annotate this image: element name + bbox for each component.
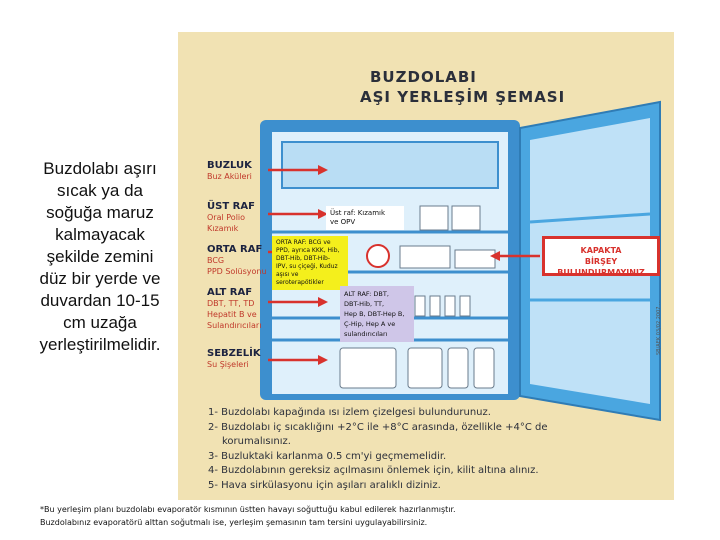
note-orta-raf: ORTA RAF: BCG ve PPD, ayrıca KKK, Hib, D… bbox=[272, 236, 348, 290]
left-line: yerleştirilmelidir. bbox=[39, 335, 161, 354]
label-orta-raf: ORTA RAF BCG PPD Solüsyonu bbox=[207, 244, 267, 277]
label-title: ORTA RAF bbox=[207, 244, 263, 255]
arrow-head bbox=[490, 251, 500, 261]
step-line: korumalısınız. bbox=[222, 436, 291, 447]
note-line: ALT RAF: DBT, bbox=[344, 290, 389, 298]
vaccine-vial bbox=[429, 295, 441, 317]
door-warning: KAPAKTA BİRŞEY BULUNDURMAYINIZ bbox=[542, 236, 660, 277]
label-title: ALT RAF bbox=[207, 287, 253, 298]
note-line: PPD, ayrıca KKK, Hib, bbox=[276, 247, 340, 254]
label-sub: PPD Solüsyonu bbox=[207, 267, 267, 276]
water-bottle bbox=[473, 347, 495, 389]
water-bottle bbox=[447, 347, 469, 389]
freezer-compartment bbox=[281, 141, 499, 189]
step-line: 2- Buzdolabı iç sıcaklığını +2°C ile +8°… bbox=[208, 421, 548, 433]
vaccine-vial bbox=[459, 295, 471, 317]
note-line: DBT-Hib, TT, bbox=[344, 300, 385, 308]
poster-title-line2: AŞI YERLEŞİM ŞEMASI bbox=[360, 88, 566, 106]
label-sub: Buz Aküleri bbox=[207, 172, 252, 181]
arrow-head bbox=[318, 355, 328, 365]
note-line: Ç-Hip, Hep A ve bbox=[344, 320, 396, 328]
label-sub: Oral Polio bbox=[207, 213, 246, 222]
poster-title-line1: BUZDOLABI bbox=[370, 68, 477, 86]
label-title: SEBZELİK bbox=[207, 348, 261, 359]
warning-line: BİRŞEY bbox=[584, 257, 618, 266]
instruction-steps: 1- Buzdolabı kapağında ısı izlem çizelge… bbox=[208, 406, 628, 493]
vaccine-vial bbox=[414, 295, 426, 317]
vaccine-box bbox=[451, 205, 481, 231]
note-line: Hep B, DBT-Hep B, bbox=[344, 310, 405, 318]
arrow-head bbox=[318, 165, 328, 175]
arrow-head bbox=[318, 209, 328, 219]
water-bottle bbox=[339, 347, 397, 389]
door-shelf bbox=[529, 212, 651, 224]
label-sub: DBT, TT, TD bbox=[207, 299, 255, 308]
left-line: şekilde zemini bbox=[46, 247, 154, 266]
thermometer bbox=[366, 244, 390, 268]
left-line: cm uzağa bbox=[63, 313, 137, 332]
vaccine-box bbox=[419, 205, 449, 231]
label-ust-raf: ÜST RAF Oral Polio Kızamık bbox=[207, 201, 255, 234]
vaccine-vial bbox=[444, 295, 456, 317]
left-line: sıcak ya da bbox=[57, 181, 143, 200]
note-line: ve OPV bbox=[330, 218, 356, 226]
left-line: düz bir yerde ve bbox=[39, 269, 161, 288]
step-line: 1- Buzdolabı kapağında ısı izlem çizelge… bbox=[208, 407, 491, 418]
label-title: ÜST RAF bbox=[207, 201, 255, 212]
note-alt-raf: ALT RAF: DBT, DBT-Hib, TT, Hep B, DBT-He… bbox=[340, 286, 414, 342]
left-line: soğuğa maruz bbox=[46, 203, 154, 222]
note-line: aşısı ve seroterapötikler bbox=[276, 271, 324, 286]
label-sub: Kızamık bbox=[207, 224, 239, 233]
label-sub: Sulandırıcıları bbox=[207, 321, 262, 330]
label-title: BUZLUK bbox=[207, 160, 252, 171]
left-line: Buzdolabı aşırı bbox=[43, 159, 157, 178]
step-line: 4- Buzdolabının gereksiz açılmasını önle… bbox=[208, 465, 539, 476]
label-alt-raf: ALT RAF DBT, TT, TD Hepatit B ve Sulandı… bbox=[207, 287, 261, 331]
left-line: duvardan 10-15 bbox=[40, 291, 160, 310]
note-ust-raf: Üst raf: Kızamık ve OPV bbox=[326, 206, 404, 230]
label-sub: BCG bbox=[207, 256, 225, 265]
note-line: DBT-Hib, DBT-Hib- bbox=[276, 255, 330, 262]
footnote-1: *Bu yerleşim planı buzdolabı evaporatör … bbox=[40, 505, 456, 514]
left-line: kalmayacak bbox=[55, 225, 145, 244]
warning-line: BULUNDURMAYINIZ bbox=[557, 268, 645, 277]
label-sebzelik: SEBZELİK Su Şişeleri bbox=[207, 348, 261, 370]
step-line: 5- Hava sirkülasyonu için aşıları aralık… bbox=[208, 479, 441, 491]
note-line: sulandırıcıları bbox=[344, 330, 388, 338]
side-code: SB/AEK 03/02 2007 ... bbox=[656, 300, 662, 355]
label-sub: Hepatit B ve bbox=[207, 310, 257, 319]
vaccine-box bbox=[399, 245, 451, 269]
water-bottle bbox=[407, 347, 443, 389]
left-description: Buzdolabı aşırı sıcak ya da soğuğa maruz… bbox=[24, 158, 176, 356]
arrow-head bbox=[318, 297, 328, 307]
vaccine-box bbox=[454, 249, 496, 269]
label-sub: Su Şişeleri bbox=[207, 360, 249, 369]
note-line: ORTA RAF: BCG ve bbox=[276, 239, 331, 246]
warning-line: KAPAKTA bbox=[580, 246, 622, 255]
label-buzluk: BUZLUK Buz Aküleri bbox=[207, 160, 252, 182]
note-line: Üst raf: Kızamık bbox=[330, 209, 386, 217]
note-line: IPV, su çiçeği, Kuduz bbox=[276, 263, 338, 270]
footnote-2: Buzdolabınız evaporatörü alttan soğutmal… bbox=[40, 518, 428, 527]
step-line: 3- Buzluktaki karlanma 0.5 cm'yi geçmeme… bbox=[208, 450, 447, 462]
